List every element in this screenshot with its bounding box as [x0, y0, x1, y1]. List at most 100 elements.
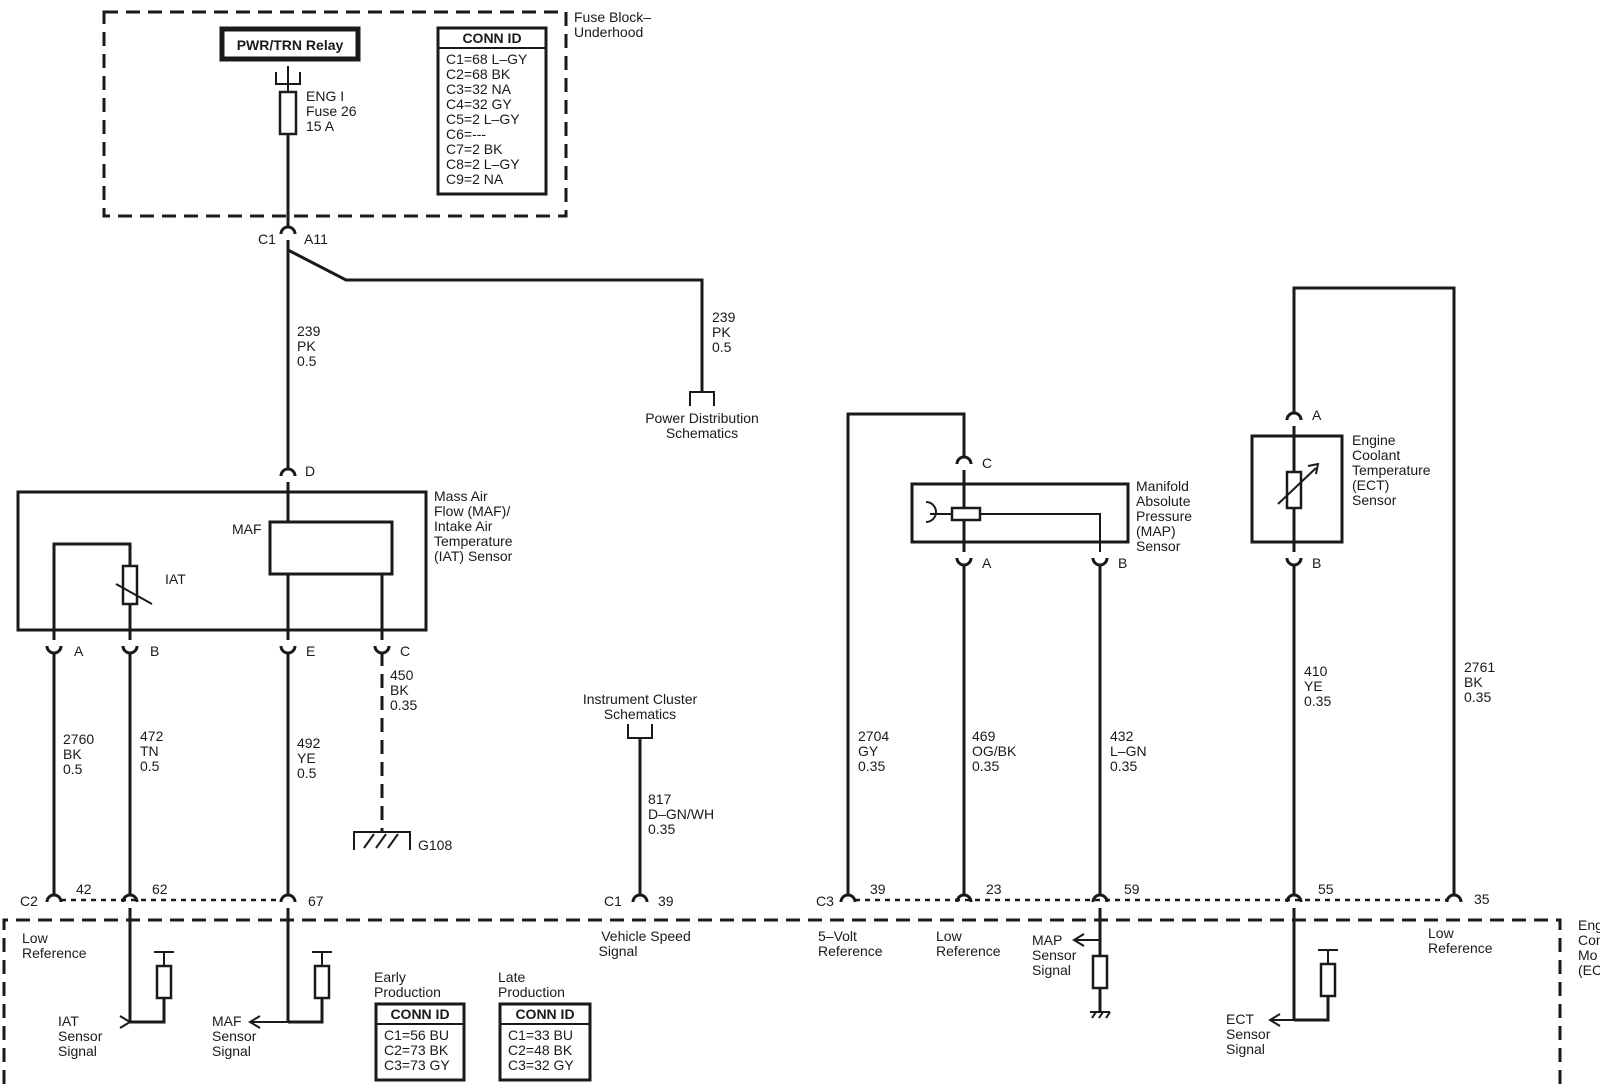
conn-row: C2=48 BK [508, 1042, 573, 1058]
ecm-label: Con [1578, 932, 1600, 948]
splice-pin: A11 [304, 231, 328, 247]
wire-label: 0.35 [1464, 689, 1491, 705]
power-dist-label: Schematics [666, 425, 738, 441]
production-label: Early [374, 969, 406, 985]
sensor-label: Engine [1352, 432, 1396, 448]
ecm-pin: 23 [986, 881, 1002, 897]
resistor-icon [1091, 954, 1109, 990]
ecm-pin: 59 [1124, 881, 1140, 897]
thermistor-icon [121, 564, 139, 606]
ecm-conn-label: C2 [20, 893, 38, 909]
wire-label: 410 [1304, 663, 1328, 679]
ecm-label: Mo [1578, 947, 1598, 963]
wire-label: 472 [140, 728, 164, 744]
wire-label: PK [297, 338, 316, 354]
signal-label: MAF [212, 1013, 242, 1029]
wire-label: 0.5 [297, 353, 317, 369]
wire-label: 817 [648, 791, 672, 807]
wire-label: BK [63, 746, 82, 762]
signal-label: Sensor [1032, 947, 1077, 963]
ground-icon [353, 831, 411, 850]
signal-label: Signal [1226, 1041, 1265, 1057]
signal-label: Vehicle Speed [601, 928, 691, 944]
resistor-icon [155, 964, 173, 1000]
sensor-label: Temperature [1352, 462, 1431, 478]
signal-label: Signal [58, 1043, 97, 1059]
sensor-label: Mass Air [434, 488, 488, 504]
ecm-pin: 39 [870, 881, 886, 897]
signal-label: Reference [818, 943, 883, 959]
fuse-block: Fuse Block– Underhood PWR/TRN Relay ENG … [102, 9, 651, 218]
sensor-label: Pressure [1136, 508, 1192, 524]
wire-239: C1 A11 239 PK 0.5 239 PK 0.5 Power Distr… [258, 134, 759, 470]
sensor-label: Flow (MAF)/ [434, 503, 510, 519]
relay-label: PWR/TRN Relay [237, 37, 344, 53]
ect-sensor: A B Engine Coolant Temperature (ECT) Sen… [1250, 286, 1495, 894]
maf-element [268, 520, 394, 576]
wire-label: 0.35 [858, 758, 885, 774]
sensor-label: Intake Air [434, 518, 493, 534]
signal-label: Sensor [212, 1028, 257, 1044]
ecm-pin: 67 [308, 893, 324, 909]
wire-label: 0.35 [1110, 758, 1137, 774]
cluster-label: Instrument Cluster [583, 691, 698, 707]
fuse-conn-row: C1=68 L–GY [446, 51, 528, 67]
ground-icon [1090, 1011, 1111, 1019]
fuse-conn-row: C6=--- [446, 126, 486, 142]
wire-label: BK [1464, 674, 1483, 690]
pin-label: D [305, 463, 315, 479]
sensor-label: (IAT) Sensor [434, 548, 513, 564]
wire-label: 0.5 [140, 758, 160, 774]
conn-row: C1=56 BU [384, 1027, 449, 1043]
signal-label: Signal [212, 1043, 251, 1059]
map-sensor: C A B Manifold Absolute Pressure (MAP) S… [846, 412, 1192, 894]
wire-label: YE [297, 750, 316, 766]
conn-row: C2=73 BK [384, 1042, 449, 1058]
early-conn-table [374, 1002, 466, 1082]
sensor-label: (MAP) [1136, 523, 1176, 539]
signal-label: Sensor [1226, 1026, 1271, 1042]
fuse-conn-row: C5=2 L–GY [446, 111, 520, 127]
wire-label: 0.35 [972, 758, 999, 774]
resistor-icon [1319, 962, 1337, 998]
wire-label: 239 [297, 323, 321, 339]
fuse-icon [278, 90, 298, 136]
production-label: Production [374, 984, 441, 1000]
maf-iat-sensor: D MAF IAT Mass Air Flow (MAF)/ Intake Ai… [16, 463, 513, 894]
ecm-module: Eng Con Mo (EC Low Reference IAT Sensor … [2, 908, 1600, 1084]
wire-label: 0.35 [390, 697, 417, 713]
production-label: Production [498, 984, 565, 1000]
wire-label: BK [390, 682, 409, 698]
conn-row: C1=33 BU [508, 1027, 573, 1043]
signal-label: Sensor [58, 1028, 103, 1044]
wire-label: 239 [712, 309, 736, 325]
pin-label: E [306, 643, 315, 659]
pin-label: A [1312, 407, 1322, 423]
wire-label: GY [858, 743, 879, 759]
sensor-label: Sensor [1136, 538, 1181, 554]
fuse-conn-row: C3=32 NA [446, 81, 512, 97]
wire-label: 469 [972, 728, 996, 744]
ecm-pin: 62 [152, 881, 168, 897]
power-dist-label: Power Distribution [645, 410, 759, 426]
fuse-conn-row: C7=2 BK [446, 141, 503, 157]
low-ref-label: Reference [936, 943, 1001, 959]
sensor-label: Temperature [434, 533, 513, 549]
signal-label: IAT [58, 1013, 79, 1029]
low-ref-label: Reference [22, 945, 87, 961]
wire-label: L–GN [1110, 743, 1147, 759]
pin-label: A [74, 643, 84, 659]
ground-label: G108 [418, 837, 452, 853]
ecm-label: (EC [1578, 962, 1600, 978]
fuse-rating: 15 A [306, 118, 335, 134]
signal-label: ECT [1226, 1011, 1254, 1027]
wire-label: 492 [297, 735, 321, 751]
low-ref-label: Low [22, 930, 49, 946]
ecm-conn-label: C1 [604, 893, 622, 909]
ecm-connectors: C2 42 62 67 C1 39 C3 39 23 59 55 35 [20, 881, 1490, 909]
wire-label: PK [712, 324, 731, 340]
late-conn-table [498, 1002, 592, 1082]
low-ref-label: Low [936, 928, 963, 944]
wire-label: YE [1304, 678, 1323, 694]
